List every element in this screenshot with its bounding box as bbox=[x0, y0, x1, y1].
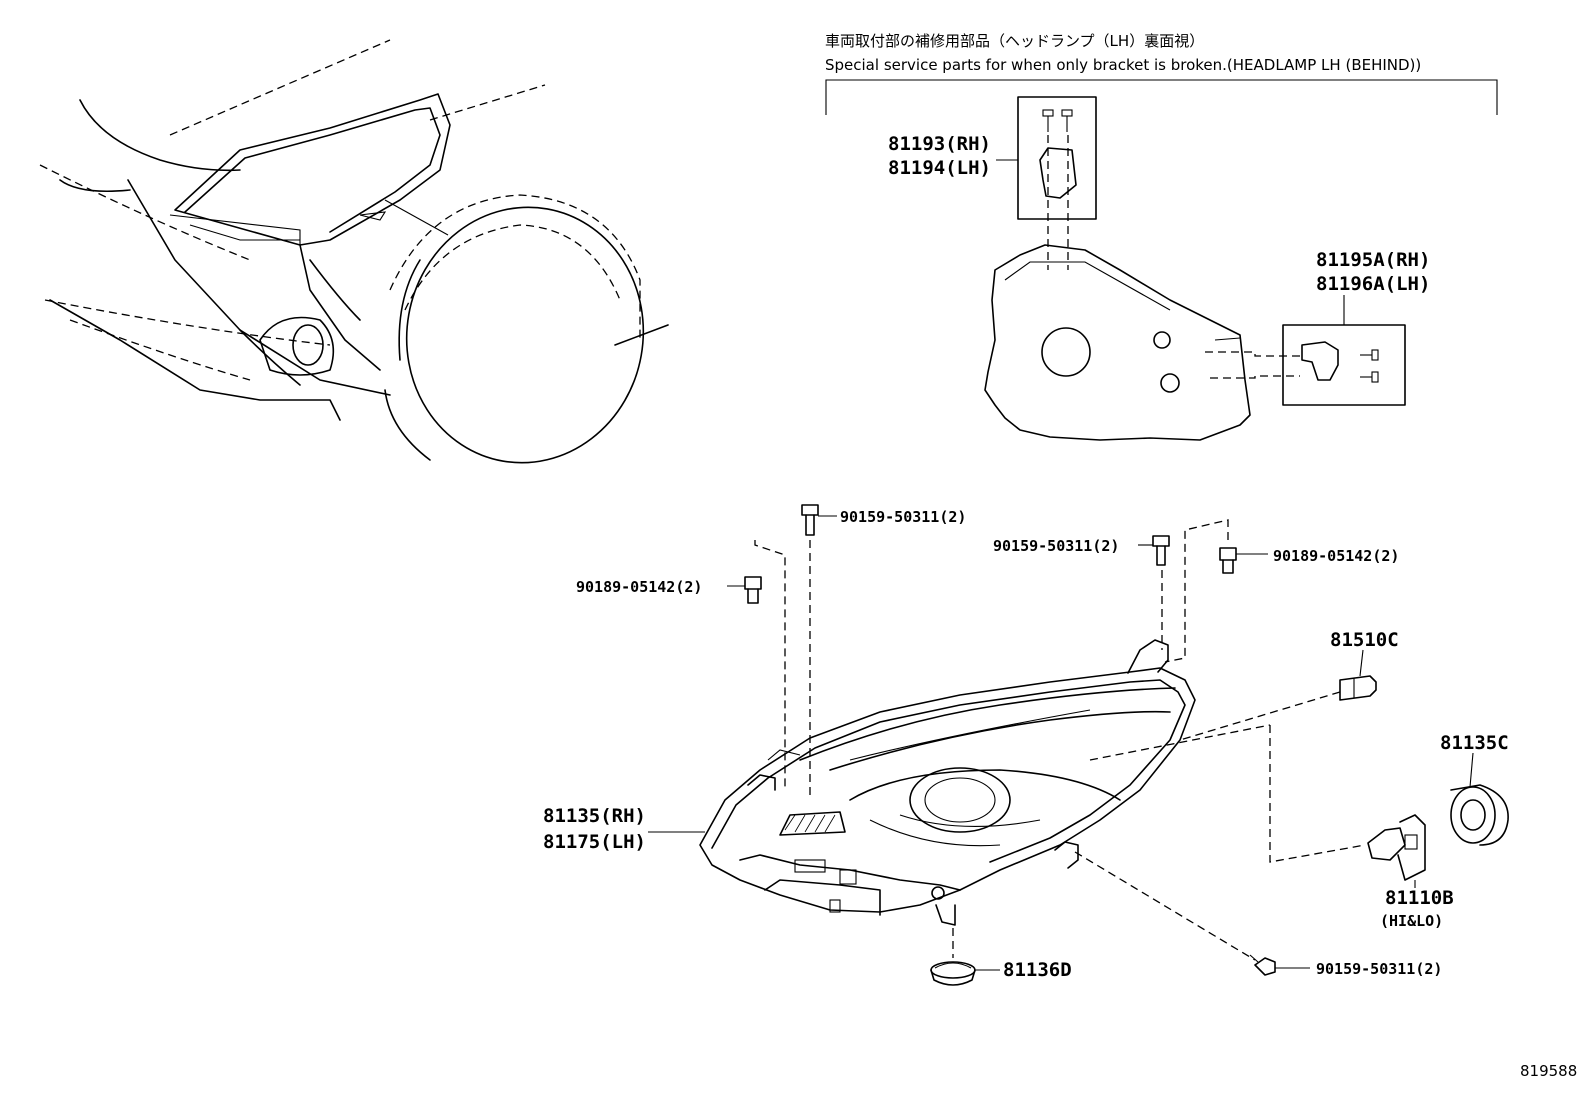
clip-nut-icon bbox=[744, 576, 762, 604]
special-service-parts-section: 車両取付部の補修用部品（ヘッドランプ（LH）裏面視） Special servi… bbox=[825, 32, 1498, 441]
housing-port-large bbox=[1041, 327, 1091, 377]
socket-cover-icon bbox=[930, 961, 976, 986]
diagram-code: 819588 bbox=[1520, 1062, 1577, 1080]
bolt-icon bbox=[1249, 954, 1276, 976]
projector-lens bbox=[909, 767, 1011, 833]
headlamp-rear-housing bbox=[984, 244, 1251, 441]
clip-nut-icon bbox=[1219, 547, 1237, 574]
part-label-90159-top-center: 90159-50311(2) bbox=[993, 537, 1119, 555]
dust-cap-icon bbox=[1450, 784, 1509, 846]
fasteners-and-bulbs bbox=[648, 504, 1509, 986]
part-label-90189-right: 90189-05142(2) bbox=[1273, 547, 1399, 565]
part-label-81195A: 81195A(RH) bbox=[1316, 249, 1430, 271]
headlamp-body bbox=[699, 667, 1196, 913]
part-label-81135C: 81135C bbox=[1440, 732, 1509, 754]
bracket-kit-box-side bbox=[1282, 324, 1406, 406]
bolt-icon bbox=[1152, 535, 1170, 566]
bolt-icon bbox=[801, 504, 819, 536]
vehicle-location-illustration bbox=[39, 39, 669, 464]
part-label-90189-left: 90189-05142(2) bbox=[576, 578, 702, 596]
part-label-81196A: 81196A(LH) bbox=[1316, 273, 1430, 295]
part-label-81175: 81175(LH) bbox=[543, 831, 646, 853]
part-label-90159-top-left: 90159-50311(2) bbox=[840, 508, 966, 526]
wedge-bulb-icon bbox=[1339, 675, 1377, 701]
part-label-81193: 81193(RH) bbox=[888, 133, 991, 155]
part-label-81136D: 81136D bbox=[1003, 959, 1072, 981]
section-title-jp: 車両取付部の補修用部品（ヘッドランプ（LH）裏面視） bbox=[825, 32, 1204, 50]
part-label-81194: 81194(LH) bbox=[888, 157, 991, 179]
part-labels: 90159-50311(2) 90189-05142(2) 90159-5031… bbox=[543, 508, 1509, 981]
screw-icon bbox=[1360, 349, 1379, 383]
bracket-kit-box-upper bbox=[1017, 96, 1097, 220]
headlamp-assembly-illustration bbox=[699, 639, 1196, 926]
halogen-bulb-icon bbox=[1367, 814, 1426, 881]
part-label-81110B-note: (HI&LO) bbox=[1380, 912, 1443, 930]
bracket-piece-upper bbox=[1039, 147, 1077, 199]
screw-icon bbox=[1042, 109, 1073, 132]
bracket-piece-side bbox=[1301, 341, 1339, 381]
section-title-en: Special service parts for when only brac… bbox=[825, 56, 1421, 74]
part-label-90159-bottom-right: 90159-50311(2) bbox=[1316, 960, 1442, 978]
part-label-81110B: 81110B bbox=[1385, 887, 1454, 909]
part-label-81135: 81135(RH) bbox=[543, 805, 646, 827]
part-label-81510C: 81510C bbox=[1330, 629, 1399, 651]
